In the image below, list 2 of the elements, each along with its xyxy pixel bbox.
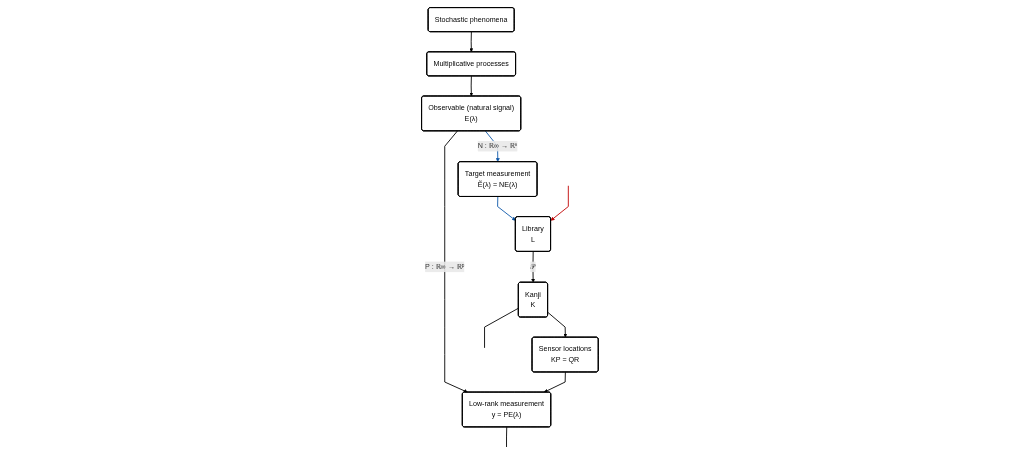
connector [484,307,520,349]
connector [506,426,508,448]
